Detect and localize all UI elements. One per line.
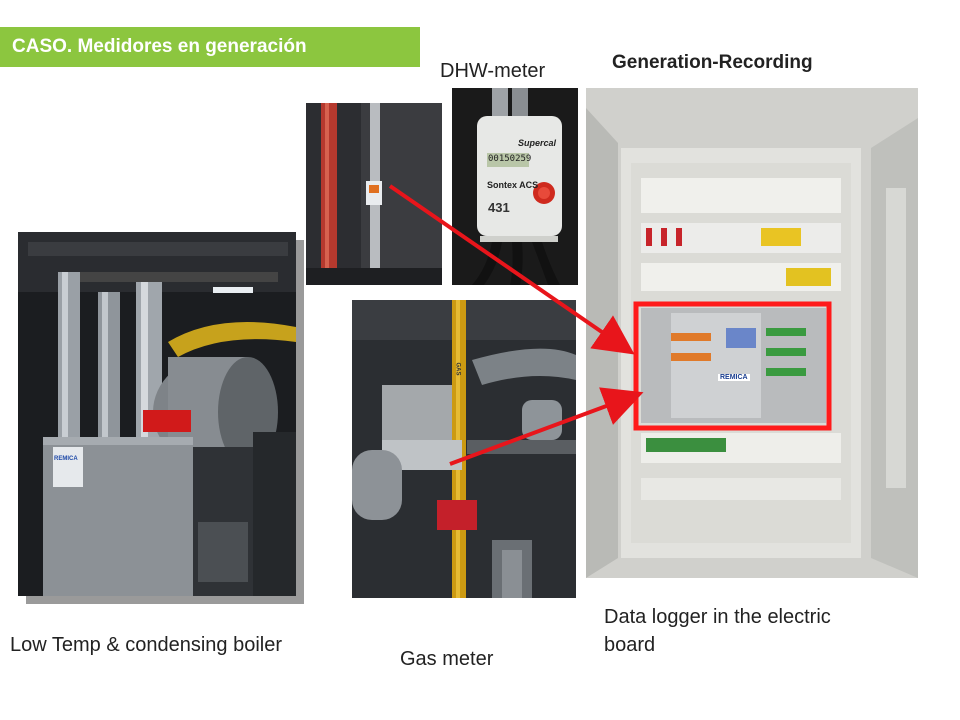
dhw-meter-photo: Supercal 00150259 Sontex ACS 431 <box>452 88 578 285</box>
dhw-brand-text: Supercal <box>518 138 557 148</box>
data-logger-label-line1: Data logger in the electric <box>604 606 831 628</box>
gas-tag-text: GAS <box>454 362 461 376</box>
dhw-meter-label: DHW-meter <box>440 60 546 82</box>
data-logger-label-line2: board <box>604 634 656 656</box>
data-logger-label: Data logger in the electric board <box>604 603 831 659</box>
pipe-meter-photo <box>306 103 442 285</box>
boiler-brand-text: REMICA <box>54 456 78 462</box>
gas-meter-label: Gas meter <box>400 648 494 670</box>
dhw-acs-text: Sontex ACS <box>487 180 539 190</box>
gas-meter-photo: GAS <box>352 300 576 598</box>
generation-recording-label: Generation-Recording <box>612 52 813 73</box>
electric-board-photo: REMICA <box>586 88 918 578</box>
dhw-model-text: 431 <box>488 200 510 215</box>
board-brand-text: REMICA <box>718 374 750 381</box>
slide-title: CASO. Medidores en generación <box>0 27 420 67</box>
dhw-display-text: 00150259 <box>488 154 532 164</box>
boiler-label: Low Temp & condensing boiler <box>10 634 283 656</box>
boiler-photo: REMICA <box>18 232 296 596</box>
